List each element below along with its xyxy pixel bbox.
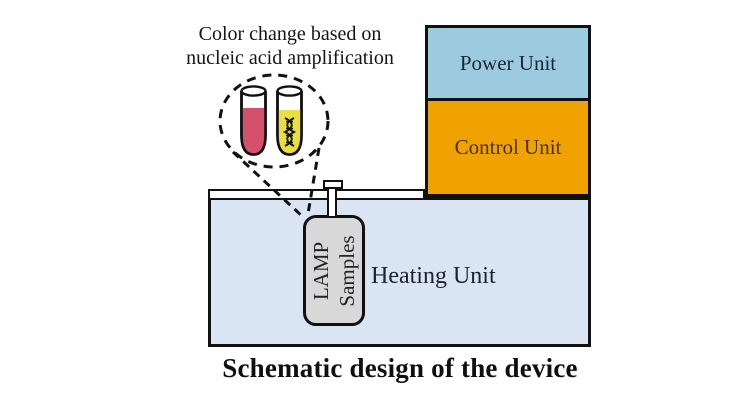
lamp-samples-label-line2: Samples xyxy=(335,234,359,307)
tube-positive-body xyxy=(276,91,303,156)
heating-unit-label: Heating Unit xyxy=(371,263,496,289)
test-tube-positive-icon xyxy=(276,85,303,156)
heating-lid-plate xyxy=(208,189,425,200)
figure-caption: Schematic design of the device xyxy=(222,353,578,383)
power-unit-label: Power Unit xyxy=(459,50,557,75)
dna-strand-right xyxy=(286,117,297,147)
tube-positive-rim xyxy=(276,85,303,97)
callout-circle-icon xyxy=(218,73,330,169)
annotation-text: Color change based on nucleic acid ampli… xyxy=(165,22,415,70)
dna-strand-left xyxy=(282,117,293,147)
annotation-line2: nucleic acid amplification xyxy=(186,47,394,69)
control-unit-box: Control Unit xyxy=(425,98,591,197)
lamp-samples-box: LAMP Samples xyxy=(303,215,365,326)
tube-negative-outline xyxy=(240,91,267,156)
lamp-samples-label: LAMP Samples xyxy=(308,235,360,306)
tube-holder-stem xyxy=(327,187,337,216)
tube-holder-cap xyxy=(323,180,343,189)
annotation-line1: Color change based on xyxy=(198,23,382,45)
tube-positive-liquid xyxy=(277,110,302,155)
dna-helix-icon xyxy=(282,117,297,147)
lamp-samples-label-line1: LAMP xyxy=(309,241,333,300)
dna-rungs xyxy=(286,120,293,144)
control-unit-label: Control Unit xyxy=(454,135,562,159)
tube-positive-outline xyxy=(276,91,303,156)
power-unit-box: Power Unit xyxy=(425,25,591,101)
tube-negative-rim xyxy=(240,85,267,97)
tube-negative-liquid xyxy=(241,108,266,155)
tube-negative-body xyxy=(240,91,267,156)
test-tube-negative-icon xyxy=(240,85,267,156)
